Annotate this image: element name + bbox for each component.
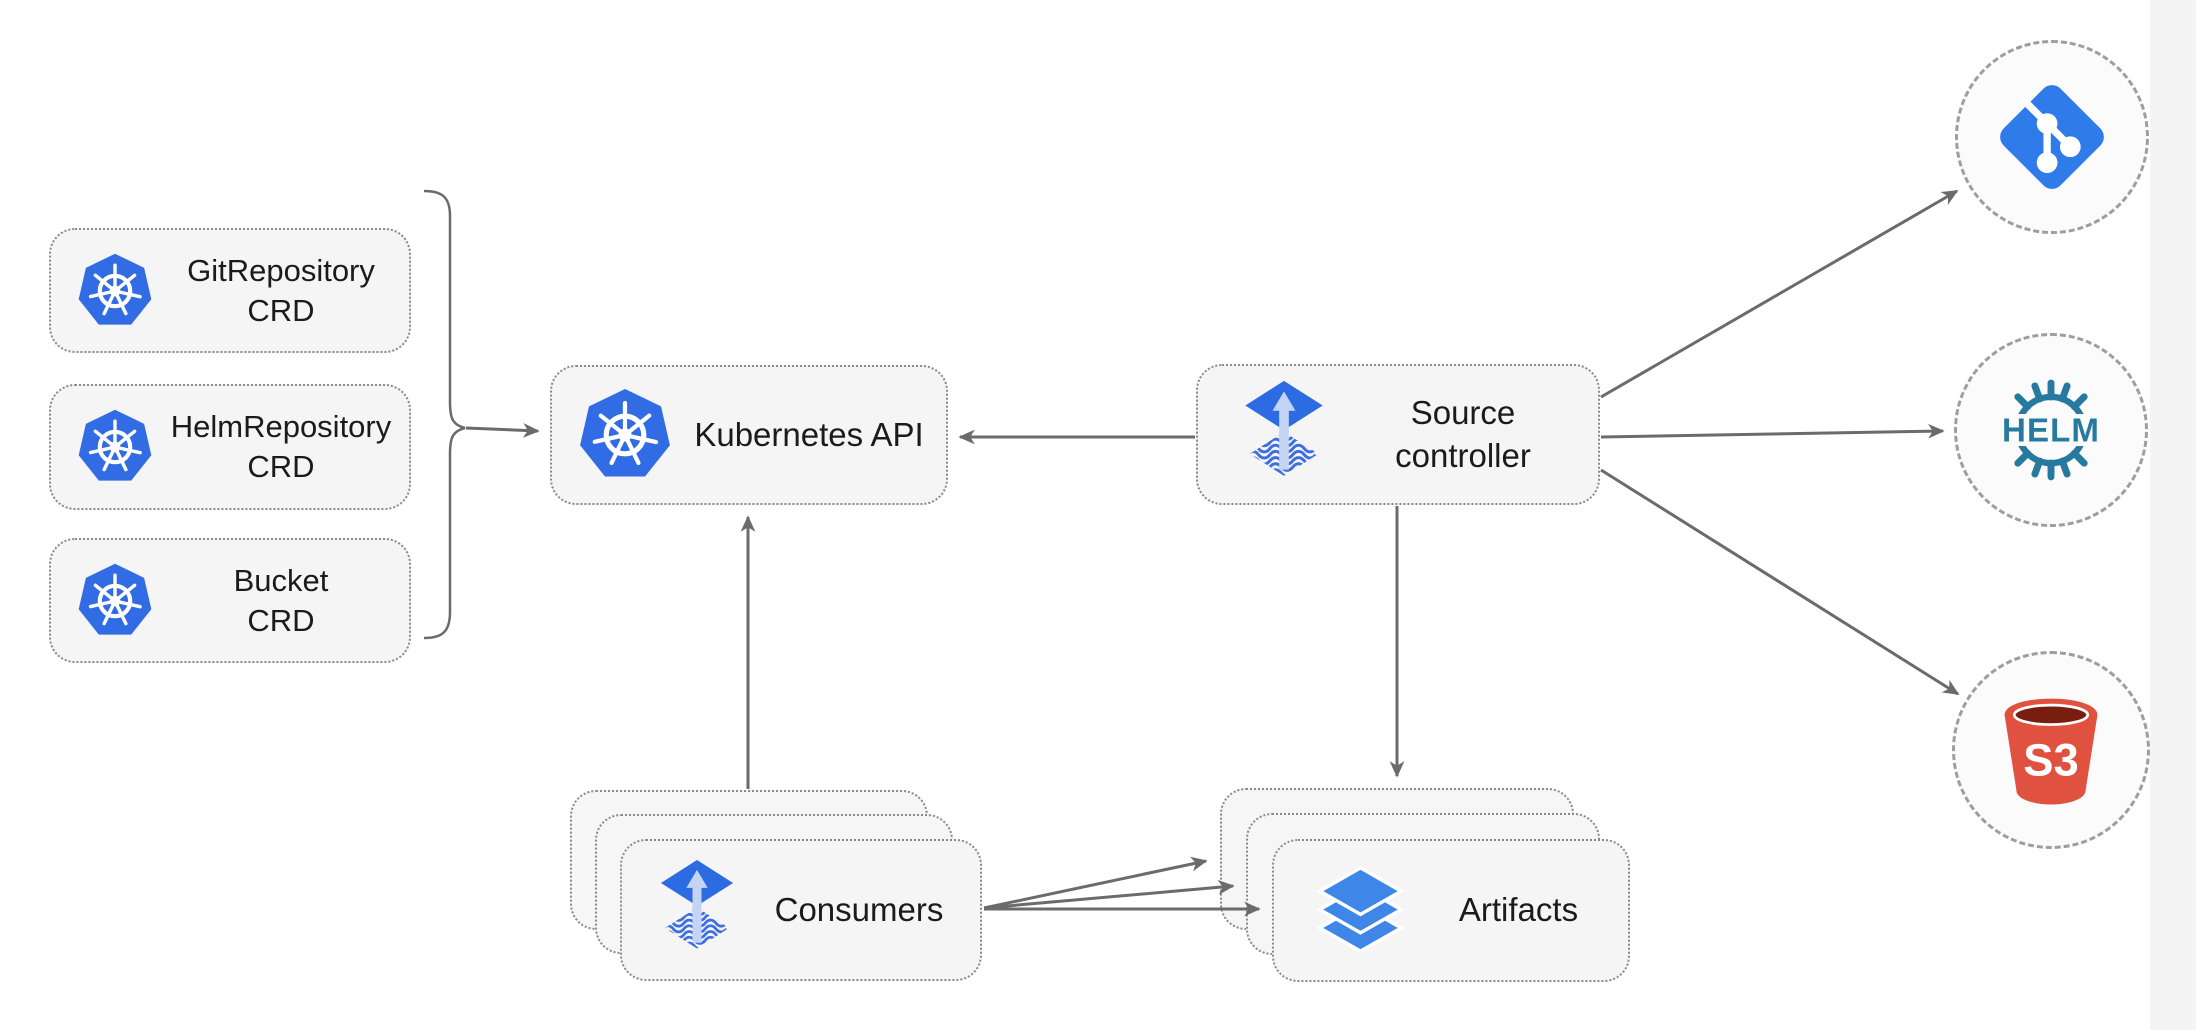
- node-label: Bucket CRD: [153, 561, 409, 640]
- node-helmrepository-crd: HelmRepository CRD: [49, 384, 411, 510]
- node-gitrepository-crd: GitRepository CRD: [49, 228, 411, 353]
- arrow-source-controller-to-git: [1600, 189, 1959, 399]
- kubernetes-icon: [78, 253, 152, 325]
- flux-source-icon: [1245, 380, 1323, 476]
- node-consumers: Consumers: [620, 839, 982, 981]
- layers-icon: [1316, 866, 1405, 954]
- node-label: HelmRepository CRD: [153, 407, 409, 486]
- arrow-source-controller-to-s3: [1600, 468, 1960, 696]
- label-line-1: Bucket: [233, 562, 329, 598]
- node-label: Artifacts: [1458, 891, 1579, 929]
- s3-label: S3: [2023, 734, 2078, 785]
- arrow-source-controller-to-helm: [1600, 423, 1945, 439]
- s3-icon: S3: [2004, 698, 2098, 804]
- node-helm-repository: HELM: [1954, 333, 2148, 527]
- arrow-consumers-to-artifacts-1: [983, 856, 1208, 910]
- kubernetes-icon: [78, 563, 152, 635]
- label-line-2: controller: [1395, 436, 1531, 474]
- node-label: GitRepository CRD: [153, 251, 409, 330]
- node-label: Source controller: [1328, 392, 1598, 476]
- node-label: Kubernetes API: [694, 415, 924, 453]
- arrow-consumers-to-artifacts-2: [983, 879, 1235, 910]
- kubernetes-icon: [580, 388, 670, 477]
- arrow-crd-group-to-kubernetes-api: [465, 422, 540, 438]
- node-source-controller: Source controller: [1196, 364, 1600, 505]
- label-line-1: HelmRepository: [170, 409, 392, 445]
- helm-label: HELM: [2002, 413, 2100, 450]
- node-artifacts: Artifacts: [1272, 839, 1630, 982]
- label-line-1: Source: [1410, 394, 1516, 432]
- crd-group-bracket: [423, 189, 466, 640]
- right-edge-band: [2150, 0, 2196, 1030]
- label-line-1: GitRepository: [187, 252, 375, 288]
- label-line-2: CRD: [247, 449, 315, 484]
- node-s3-bucket: S3: [1952, 651, 2150, 849]
- node-kubernetes-api: Kubernetes API: [550, 365, 948, 505]
- flux-consumer-icon: [660, 859, 734, 949]
- label-line-2: CRD: [247, 292, 315, 328]
- kubernetes-icon: [78, 409, 152, 481]
- git-icon: [2000, 85, 2104, 189]
- node-label: Consumers: [774, 890, 944, 928]
- helm-icon: HELM: [1993, 379, 2109, 481]
- label-line-2: CRD: [247, 602, 315, 638]
- node-git-repository: [1955, 40, 2149, 234]
- node-bucket-crd: Bucket CRD: [49, 538, 411, 663]
